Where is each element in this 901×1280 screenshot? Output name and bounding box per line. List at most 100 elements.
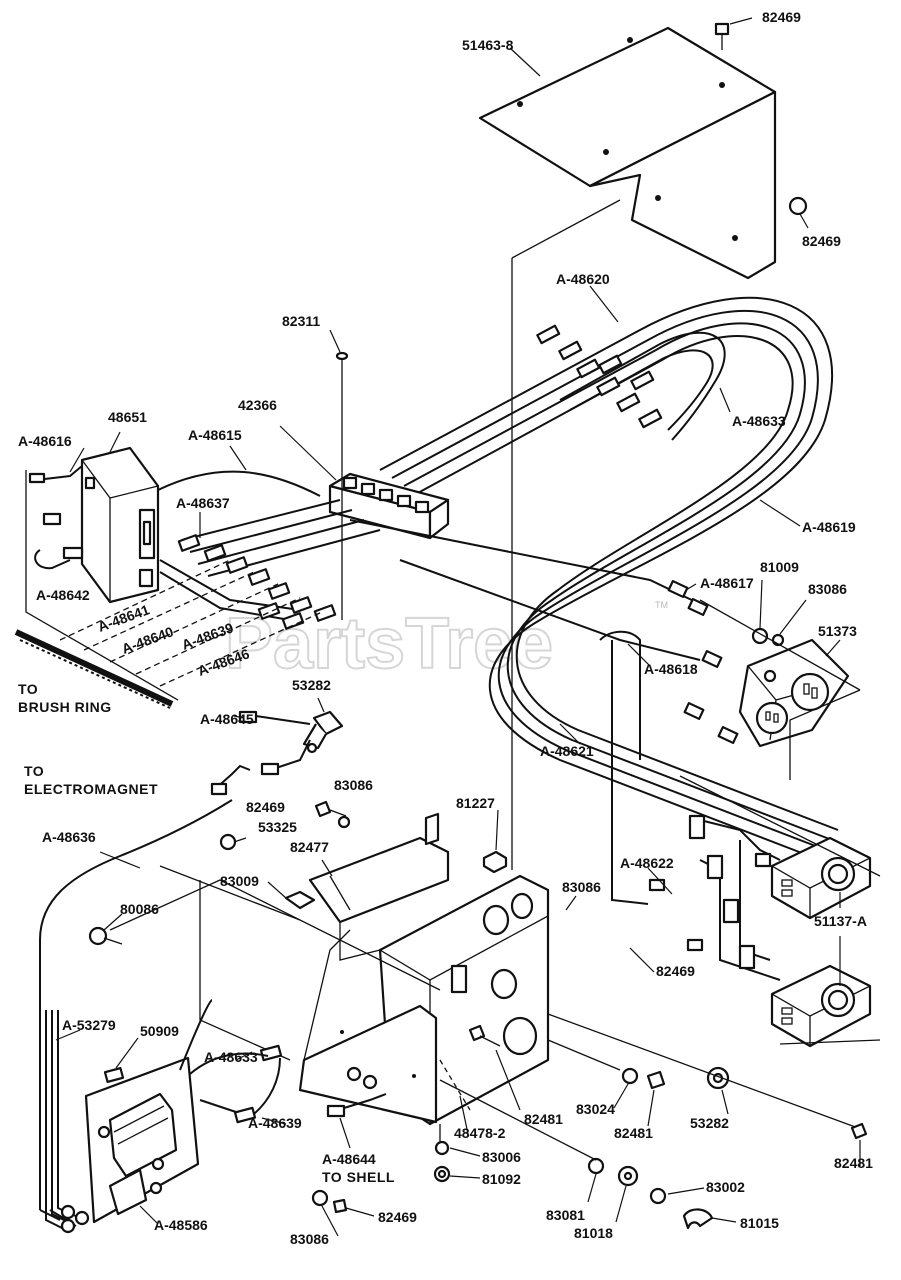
brush-ring-bar-shadow xyxy=(19,639,171,709)
part-labels: 82469 51463-8 82469 A-48620 82311 A-4863… xyxy=(18,9,873,1247)
label-83024: 83024 xyxy=(576,1101,615,1117)
label-51373: 51373 xyxy=(818,623,857,639)
label-a48636: A-48636 xyxy=(42,829,96,845)
label-81092: 81092 xyxy=(482,1171,521,1187)
watermark: PartsTree xyxy=(225,604,553,684)
lugs-middle-left xyxy=(177,534,337,630)
label-53325: 53325 xyxy=(258,819,297,835)
brush-ring-bar xyxy=(14,629,174,707)
label-51463-8: 51463-8 xyxy=(462,37,514,53)
frame-line-right-top xyxy=(699,599,861,691)
screws-82481 xyxy=(468,1024,501,1047)
wire-a48645 xyxy=(255,715,311,725)
frame-line-breaker xyxy=(25,470,179,701)
watermark-trademark: TM xyxy=(655,600,668,610)
rectifier-assembly xyxy=(84,1056,200,1224)
label-51137-a: 51137-A xyxy=(814,913,867,929)
harness-terminals xyxy=(536,324,663,429)
lug-a48644 xyxy=(326,1104,346,1118)
label-50909: 50909 xyxy=(140,1023,179,1039)
wire-group-a48637 xyxy=(159,499,381,621)
label-82469-mid: 82469 xyxy=(246,799,285,815)
label-a48644: A-48644 xyxy=(322,1151,376,1167)
label-81227: 81227 xyxy=(456,795,495,811)
label-83009: 83009 xyxy=(220,873,259,889)
label-a48642: A-48642 xyxy=(36,587,90,603)
wire-a48616 xyxy=(35,465,83,481)
label-81015: 81015 xyxy=(740,1215,779,1231)
receptacle-51137a-lower xyxy=(770,964,872,1048)
wires-a48622 xyxy=(648,814,781,981)
label-83086-top: 83086 xyxy=(808,581,847,597)
caption-to-brush-ring-line1: TO xyxy=(18,681,38,697)
rectifier-screw-1 xyxy=(60,1204,76,1220)
wire-harness-loops xyxy=(379,296,839,861)
rectifier-screw-3 xyxy=(74,1210,90,1226)
label-82469-lower: 82469 xyxy=(656,963,695,979)
label-82469-bottom: 82469 xyxy=(378,1209,417,1225)
label-83086-right: 83086 xyxy=(562,879,601,895)
wire-a53279 xyxy=(45,1010,81,1233)
label-82481-c: 82481 xyxy=(834,1155,873,1171)
wires-a48617-a48618 xyxy=(349,519,739,905)
label-53282-bottom: 53282 xyxy=(690,1115,729,1131)
lug-a48616 xyxy=(28,472,46,484)
wire-breaker-loop xyxy=(34,549,71,570)
wire-a48636 xyxy=(39,764,251,1223)
screw-82469-bottom xyxy=(332,1198,348,1214)
label-a48637: A-48637 xyxy=(176,495,230,511)
label-a48645: A-48645 xyxy=(200,711,254,727)
lug-breaker-low xyxy=(62,546,84,560)
label-a48621: A-48621 xyxy=(540,743,594,759)
label-a48641: A-48641 xyxy=(96,601,152,634)
label-83086-bottom: 83086 xyxy=(290,1231,329,1247)
label-81018: 81018 xyxy=(574,1225,613,1241)
label-a48616: A-48616 xyxy=(18,433,72,449)
label-53282-top: 53282 xyxy=(292,677,331,693)
wires-rectifier xyxy=(179,999,387,1115)
label-83002: 83002 xyxy=(706,1179,745,1195)
label-a48615: A-48615 xyxy=(188,427,242,443)
caption-to-electromagnet-line2: ELECTROMAGNET xyxy=(24,781,158,797)
screw-82477 xyxy=(329,875,351,911)
receptacle-51373 xyxy=(738,638,850,748)
lead-wires-to-brush-ring xyxy=(59,559,323,687)
screw-82311 xyxy=(335,351,349,620)
rectifier-screw-2 xyxy=(60,1218,76,1234)
label-a48586: A-48586 xyxy=(154,1217,208,1233)
receptacle-51137a-upper xyxy=(770,836,872,920)
wire-a48615 xyxy=(157,470,321,497)
label-82481-b: 82481 xyxy=(614,1125,653,1141)
label-83006: 83006 xyxy=(482,1149,521,1165)
wire-switch-down xyxy=(275,739,311,769)
cover-plate xyxy=(478,22,808,280)
label-82477: 82477 xyxy=(290,839,329,855)
leader-lines xyxy=(55,17,861,1237)
clip-81227 xyxy=(482,850,508,874)
grommet-53325 xyxy=(219,833,237,851)
label-a48622: A-48622 xyxy=(620,855,674,871)
caption-to-shell: TO SHELL xyxy=(322,1169,395,1185)
lug-breaker-left xyxy=(42,512,62,526)
label-a48639-bottom: A-48639 xyxy=(248,1115,302,1131)
label-a48620: A-48620 xyxy=(556,271,610,287)
label-83081: 83081 xyxy=(546,1207,585,1223)
label-a48633-bottom: A-48633 xyxy=(204,1049,258,1065)
lug-a48639-bottom xyxy=(233,1106,257,1124)
bolt-80086 xyxy=(88,879,441,991)
hardware-right xyxy=(547,1013,868,1140)
bracket-tab xyxy=(424,812,440,846)
label-a48618: A-48618 xyxy=(644,661,698,677)
label-a53279: A-53279 xyxy=(62,1017,116,1033)
label-48651: 48651 xyxy=(108,409,147,425)
label-82469-top: 82469 xyxy=(762,9,801,25)
part-83009 xyxy=(284,890,316,910)
lug-switch xyxy=(260,762,280,776)
toggle-switch-53282 xyxy=(302,710,344,754)
caption-to-electromagnet-line1: TO xyxy=(24,763,44,779)
screw-82469-mid xyxy=(314,800,351,829)
caption-to-brush-ring-line2: BRUSH RING xyxy=(18,699,112,715)
frame-line-right-top-2 xyxy=(789,689,861,780)
